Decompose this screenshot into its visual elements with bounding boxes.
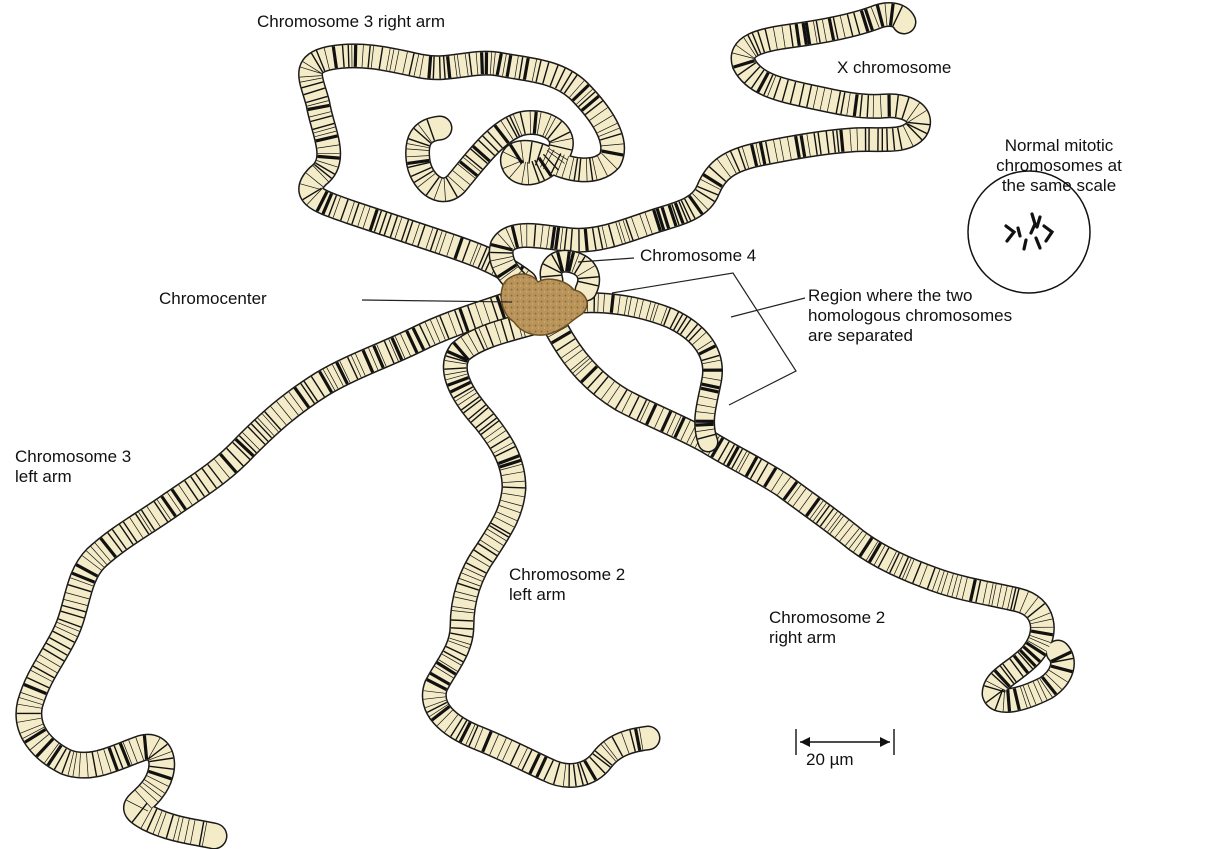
chromosome-band xyxy=(429,56,431,78)
chromosome-band xyxy=(448,56,450,78)
chromosome-band xyxy=(482,52,483,74)
chromosome-band xyxy=(534,112,536,134)
chromosome3-left-arm-line-1: Chromosome 3 xyxy=(15,447,131,467)
chromosome3-left-arm-line-2: left arm xyxy=(15,467,131,487)
region-separated-line-1: Region where the two xyxy=(808,286,1012,306)
chromosome-band xyxy=(144,735,146,759)
chromosome-band xyxy=(318,156,340,158)
chromosome-band xyxy=(1008,690,1010,712)
region-separated-line-3: are separated xyxy=(808,326,1012,346)
chromosome2-right-arm-line-2: right arm xyxy=(769,628,885,648)
region-separated-line-2: homologous chromosomes xyxy=(808,306,1012,326)
chromosome2-left-arm-line-1: Chromosome 2 xyxy=(509,565,625,585)
region-bracket-leader xyxy=(731,298,805,317)
chromosome2-left-arm-label: Chromosome 2 left arm xyxy=(509,565,625,605)
chromosome-band xyxy=(887,129,888,151)
chromosome-band xyxy=(841,130,843,152)
chromosome-band xyxy=(611,295,613,313)
chromosome2-right-arm-label: Chromosome 2 right arm xyxy=(769,608,885,648)
chromosome-arms xyxy=(17,4,1073,846)
chromosome-band xyxy=(451,620,473,621)
chromosome-band xyxy=(503,487,525,488)
chromosome-band xyxy=(490,252,512,253)
chromosome-band xyxy=(433,57,434,79)
chromocenter-label: Chromocenter xyxy=(159,289,267,309)
chromosome-band xyxy=(696,424,714,425)
normal-mitotic-line-2: chromosomes at xyxy=(984,156,1134,176)
chromosome-band xyxy=(348,45,349,67)
chromosome-band xyxy=(440,57,441,79)
chromosome3-right-arm-label: Chromosome 3 right arm xyxy=(257,12,445,32)
chromosome4-label: Chromosome 4 xyxy=(640,246,756,266)
chromosome-band xyxy=(585,229,587,251)
chromosome2-left-arm-line-2: left arm xyxy=(509,585,625,605)
x-chromosome-label: X chromosome xyxy=(837,58,951,78)
region-separated-label: Region where the two homologous chromoso… xyxy=(808,286,1012,346)
chromosome3-left-arm-label: Chromosome 3 left arm xyxy=(15,447,131,487)
normal-mitotic-label: Normal mitotic chromosomes at the same s… xyxy=(984,136,1134,196)
normal-mitotic-line-1: Normal mitotic xyxy=(984,136,1134,156)
normal-mitotic-line-3: the same scale xyxy=(984,176,1134,196)
chromosome2-right-arm-line-1: Chromosome 2 xyxy=(769,608,885,628)
scale-bar-label: 20 µm xyxy=(806,750,854,770)
